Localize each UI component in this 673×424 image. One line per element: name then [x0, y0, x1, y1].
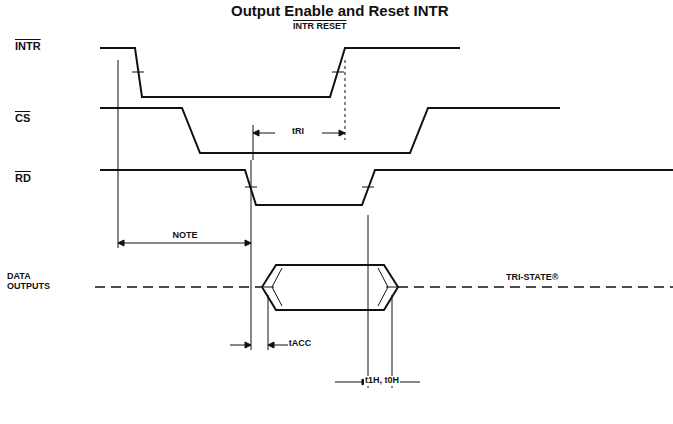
state-label: TRI-STATE®: [505, 273, 559, 283]
tick-mark: [362, 187, 374, 188]
transition-mark: [378, 268, 388, 287]
arrow-head: [118, 240, 124, 246]
intr-waveform: [100, 48, 460, 97]
timing-parameter: tACC: [288, 339, 313, 349]
signal-name: CS: [14, 112, 31, 124]
reference-line: [368, 215, 369, 388]
tristate-line: [398, 286, 673, 288]
tick-mark: [332, 72, 344, 73]
tick-mark: [132, 72, 144, 73]
arrow-head: [339, 130, 345, 136]
transition-mark: [378, 287, 388, 306]
arrow-head: [253, 130, 259, 136]
timing-parameter: tRI: [291, 127, 305, 137]
signal-name: RD: [14, 172, 32, 184]
signal-name: INTR: [14, 40, 42, 52]
arrow-head: [245, 240, 251, 246]
transition-mark: [272, 268, 282, 287]
note-label: NOTE: [171, 231, 198, 241]
reference-line: [251, 160, 252, 350]
rd-waveform: [100, 170, 673, 205]
timing-parameter: t1H, t0H: [364, 376, 400, 386]
reference-line: [392, 295, 393, 388]
reference-line: [118, 60, 119, 248]
dimension-line: [118, 243, 251, 244]
signal-name: DATA OUTPUTS: [6, 272, 60, 292]
reference-line: [268, 295, 269, 350]
reference-line: [253, 125, 254, 160]
arrow-head: [245, 342, 251, 348]
data-valid-window: [262, 265, 398, 310]
tick-mark: [262, 287, 274, 288]
signal-name: INTR RESET: [292, 22, 348, 32]
cs-waveform: [100, 108, 560, 153]
arrow-head: [268, 342, 274, 348]
tick-mark: [386, 287, 398, 288]
reference-line: [345, 60, 346, 140]
transition-mark: [272, 287, 282, 306]
tristate-line: [95, 286, 262, 288]
diagram-title: Output Enable and Reset INTR: [230, 3, 450, 20]
